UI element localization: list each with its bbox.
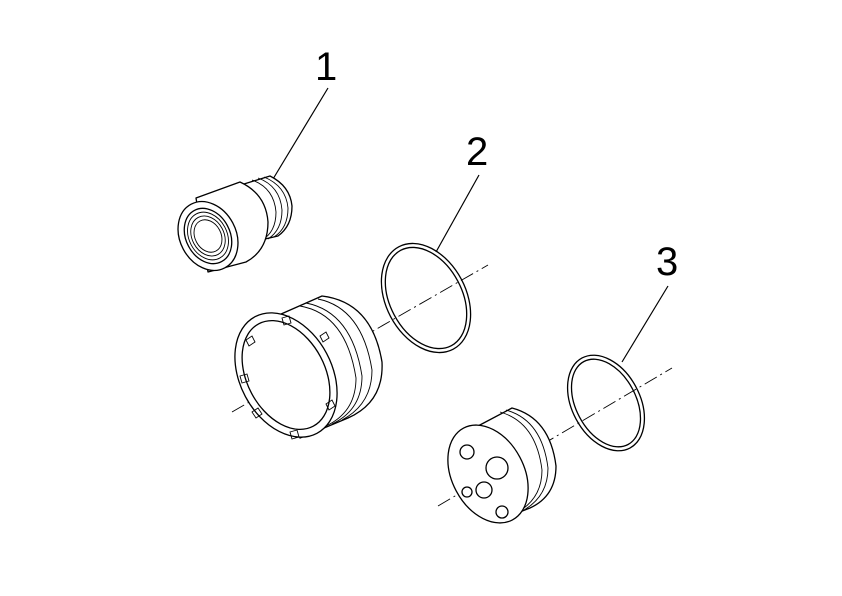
part-cartridge-housing <box>234 295 383 440</box>
part-o-ring-small <box>566 354 646 452</box>
part-disc-cartridge <box>447 407 557 524</box>
leader-line-2 <box>435 174 480 253</box>
part-threaded-adapter <box>177 175 293 273</box>
callout-number-1: 1 <box>315 45 337 89</box>
part-o-ring-large <box>380 242 472 354</box>
callout-number-2: 2 <box>466 130 488 174</box>
leader-line-1 <box>269 87 329 185</box>
callout-number-3: 3 <box>656 240 678 284</box>
leader-line-3 <box>621 285 669 363</box>
